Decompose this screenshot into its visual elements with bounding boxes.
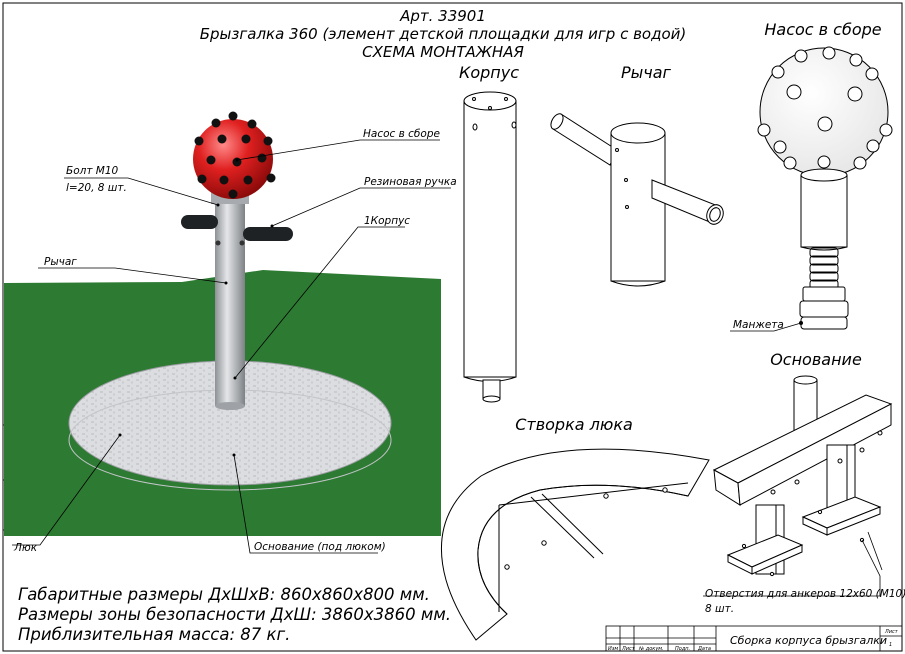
spec-safety-zone: Размеры зоны безопасности ДхШ: 3860х3860… <box>18 605 451 624</box>
callout-body-part: 1Корпус <box>364 215 410 227</box>
callout-anchor-holes-line1: Отверстия для анкеров 12х60 (М10) <box>705 588 905 600</box>
title-block <box>605 625 903 652</box>
article-number: Арт. 33901 <box>399 7 486 25</box>
callout-pump-assembly: Насос в сборе <box>363 128 440 140</box>
title-col-4: Подп. <box>675 646 690 652</box>
drawing-title: Сборка корпуса брызгалки <box>730 634 887 647</box>
right-rubber-grip <box>243 227 293 241</box>
hatch-flap-drawing <box>440 448 710 641</box>
sheet-label: Лист <box>884 629 899 635</box>
callout-rubber-grip: Резиновая ручка <box>364 176 457 188</box>
section-pump-title: Насос в сборе <box>764 20 881 39</box>
callout-cuff: Манжета <box>733 319 784 331</box>
callout-bolt-line1: Болт М10 <box>66 165 119 177</box>
pump-drawing <box>757 46 893 330</box>
spec-dimensions: Габаритные размеры ДхШхВ: 860х860х800 мм… <box>18 585 430 604</box>
product-title: Брызгалка 360 (элемент детской площадки … <box>200 25 687 43</box>
lever-drawing <box>550 113 724 287</box>
scheme-title: СХЕМА МОНТАЖНАЯ <box>362 43 524 61</box>
section-lever-title: Рычаг <box>621 63 672 82</box>
spec-mass: Приблизительная масса: 87 кг. <box>18 625 290 644</box>
callout-base-under-hatch: Основание (под люком) <box>254 541 386 553</box>
section-body-title: Корпус <box>459 63 519 82</box>
base-drawing <box>712 375 893 577</box>
title-col-2: Лист <box>621 646 636 652</box>
callout-bolt-line2: l=20, 8 шт. <box>66 182 127 194</box>
section-hatch-title: Створка люка <box>515 415 633 434</box>
title-col-5: Дата <box>697 646 711 652</box>
body-drawing <box>463 91 517 403</box>
body-pole <box>215 200 245 406</box>
sheet-number: 1 <box>889 642 892 648</box>
left-rubber-grip <box>181 215 218 229</box>
callout-lever: Рычаг <box>44 256 77 268</box>
pump-ball <box>193 119 273 199</box>
callout-hatch: Люк <box>13 542 38 554</box>
title-col-1: Изм <box>608 646 618 652</box>
callout-anchor-holes-line2: 8 шт. <box>705 603 734 615</box>
assembled-render <box>4 111 441 536</box>
title-col-3: № докум. <box>638 646 664 652</box>
callouts-left <box>12 139 451 554</box>
section-base-title: Основание <box>770 350 862 369</box>
